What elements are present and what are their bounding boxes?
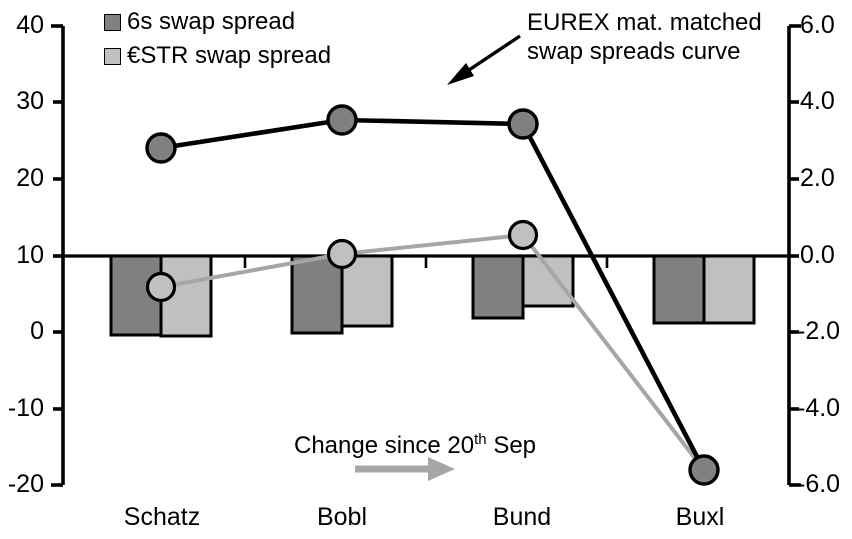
x-axis-label-buxl: Buxl — [675, 503, 725, 531]
y-axis-right-tick-6: -6.0 — [797, 470, 841, 498]
marker-eurex-buxl[interactable] — [688, 454, 720, 486]
bar-group-buxl — [652, 254, 756, 325]
line-change-since-20sep-markers — [145, 219, 539, 303]
marker-change-bobl[interactable] — [326, 238, 358, 270]
bar-group-bobl — [290, 254, 394, 335]
y-axis-left-tick-3: 10 — [16, 241, 44, 269]
annotation-change-since-suffix: Sep — [493, 432, 537, 459]
legend-swatch-6s-swap-spread — [104, 13, 121, 31]
legend-item-6s-swap-spread[interactable]: 6s swap spread — [104, 10, 295, 34]
y-axis-left-tick-2: 20 — [16, 164, 44, 192]
axis-left — [51, 24, 65, 487]
y-axis-left-tick-1: 30 — [16, 87, 44, 115]
x-axis-label-bobl: Bobl — [316, 503, 368, 531]
bar-group-bund — [471, 254, 575, 320]
legend-swatch-estr-swap-spread — [104, 47, 121, 65]
x-axis-label-schatz: Schatz — [123, 503, 201, 531]
y-axis-left-tick-5: -10 — [7, 394, 44, 422]
x-axis-label-bund: Bund — [492, 503, 552, 531]
x-axis-ticks — [243, 256, 609, 268]
legend-item-estr-swap-spread[interactable]: €STR swap spread — [104, 44, 331, 68]
callout-arrow-icon — [447, 34, 521, 85]
change-since-arrow-icon — [355, 457, 455, 481]
y-axis-right-tick-0: 6.0 — [800, 11, 835, 39]
annotation-change-since: Change since 20th Sep — [294, 431, 536, 460]
legend-label-estr-swap-spread: €STR swap spread — [127, 42, 332, 69]
bar-6s-buxl[interactable] — [652, 254, 706, 325]
y-axis-right-tick-4: -2.0 — [797, 317, 841, 345]
marker-change-bund[interactable] — [507, 219, 539, 251]
y-axis-left-tick-0: 40 — [16, 11, 44, 39]
line-change-since-20sep[interactable] — [160, 232, 706, 472]
legend-label-6s-swap-spread: 6s swap spread — [127, 8, 296, 35]
y-axis-right-tick-5: -4.0 — [797, 394, 841, 422]
bar-estr-bobl[interactable] — [340, 254, 394, 328]
annotation-eurex-curve: EUREX mat. matched swap spreads curve — [527, 8, 762, 66]
marker-change-schatz[interactable] — [145, 271, 177, 303]
bar-6s-bobl[interactable] — [290, 254, 344, 335]
annotation-eurex-curve-line1: EUREX mat. matched — [527, 9, 762, 36]
axis-right — [787, 24, 801, 487]
annotation-change-since-prefix: Change since 20 — [294, 432, 475, 459]
line-eurex-swap-spreads-curve[interactable] — [160, 117, 707, 472]
y-axis-left-tick-6: -20 — [7, 470, 44, 498]
y-axis-right-tick-2: 2.0 — [800, 164, 835, 192]
annotation-change-since-superscript: th — [474, 431, 487, 448]
marker-eurex-bund[interactable] — [507, 108, 539, 140]
bar-estr-buxl[interactable] — [702, 254, 756, 325]
marker-eurex-schatz[interactable] — [145, 132, 177, 164]
bar-6s-bund[interactable] — [471, 254, 525, 320]
y-axis-left-tick-4: 0 — [30, 317, 44, 345]
bar-estr-bund[interactable] — [521, 254, 575, 308]
y-axis-right-tick-3: 0.0 — [800, 241, 835, 269]
marker-eurex-bobl[interactable] — [326, 104, 358, 136]
line-eurex-markers — [145, 104, 720, 486]
y-axis-right-tick-1: 4.0 — [800, 87, 835, 115]
annotation-eurex-curve-line2: swap spreads curve — [527, 38, 741, 65]
